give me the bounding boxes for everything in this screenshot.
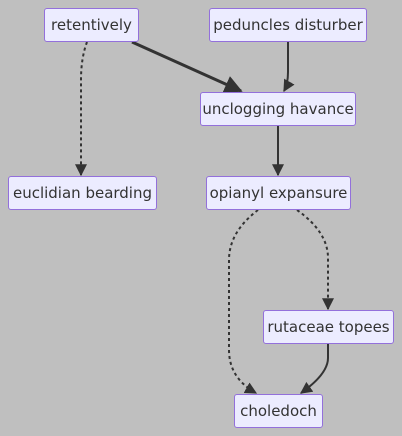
node-choledoch[interactable]: choledoch	[234, 394, 323, 428]
edge-opianyl-expansure-to-rutaceae-topees	[296, 209, 334, 311]
node-rutaceae-topees[interactable]: rutaceae topees	[263, 310, 394, 344]
node-euclidian-bearding[interactable]: euclidian bearding	[8, 176, 157, 210]
node-unclogging-havance[interactable]: unclogging havance	[200, 92, 356, 126]
node-retentively[interactable]: retentively	[44, 8, 139, 42]
edge-retentively-to-euclidian-bearding	[75, 41, 88, 177]
edge-rutaceae-topees-to-choledoch	[300, 344, 329, 394]
node-opianyl-expansure[interactable]: opianyl expansure	[206, 176, 351, 210]
edge-peduncles-disturber-to-unclogging-havance	[283, 42, 295, 93]
edge-opianyl-expansure-to-choledoch	[228, 209, 259, 394]
edge-retentively-to-unclogging-havance	[131, 40, 243, 93]
node-peduncles-disturber[interactable]: peduncles disturber	[209, 8, 367, 42]
